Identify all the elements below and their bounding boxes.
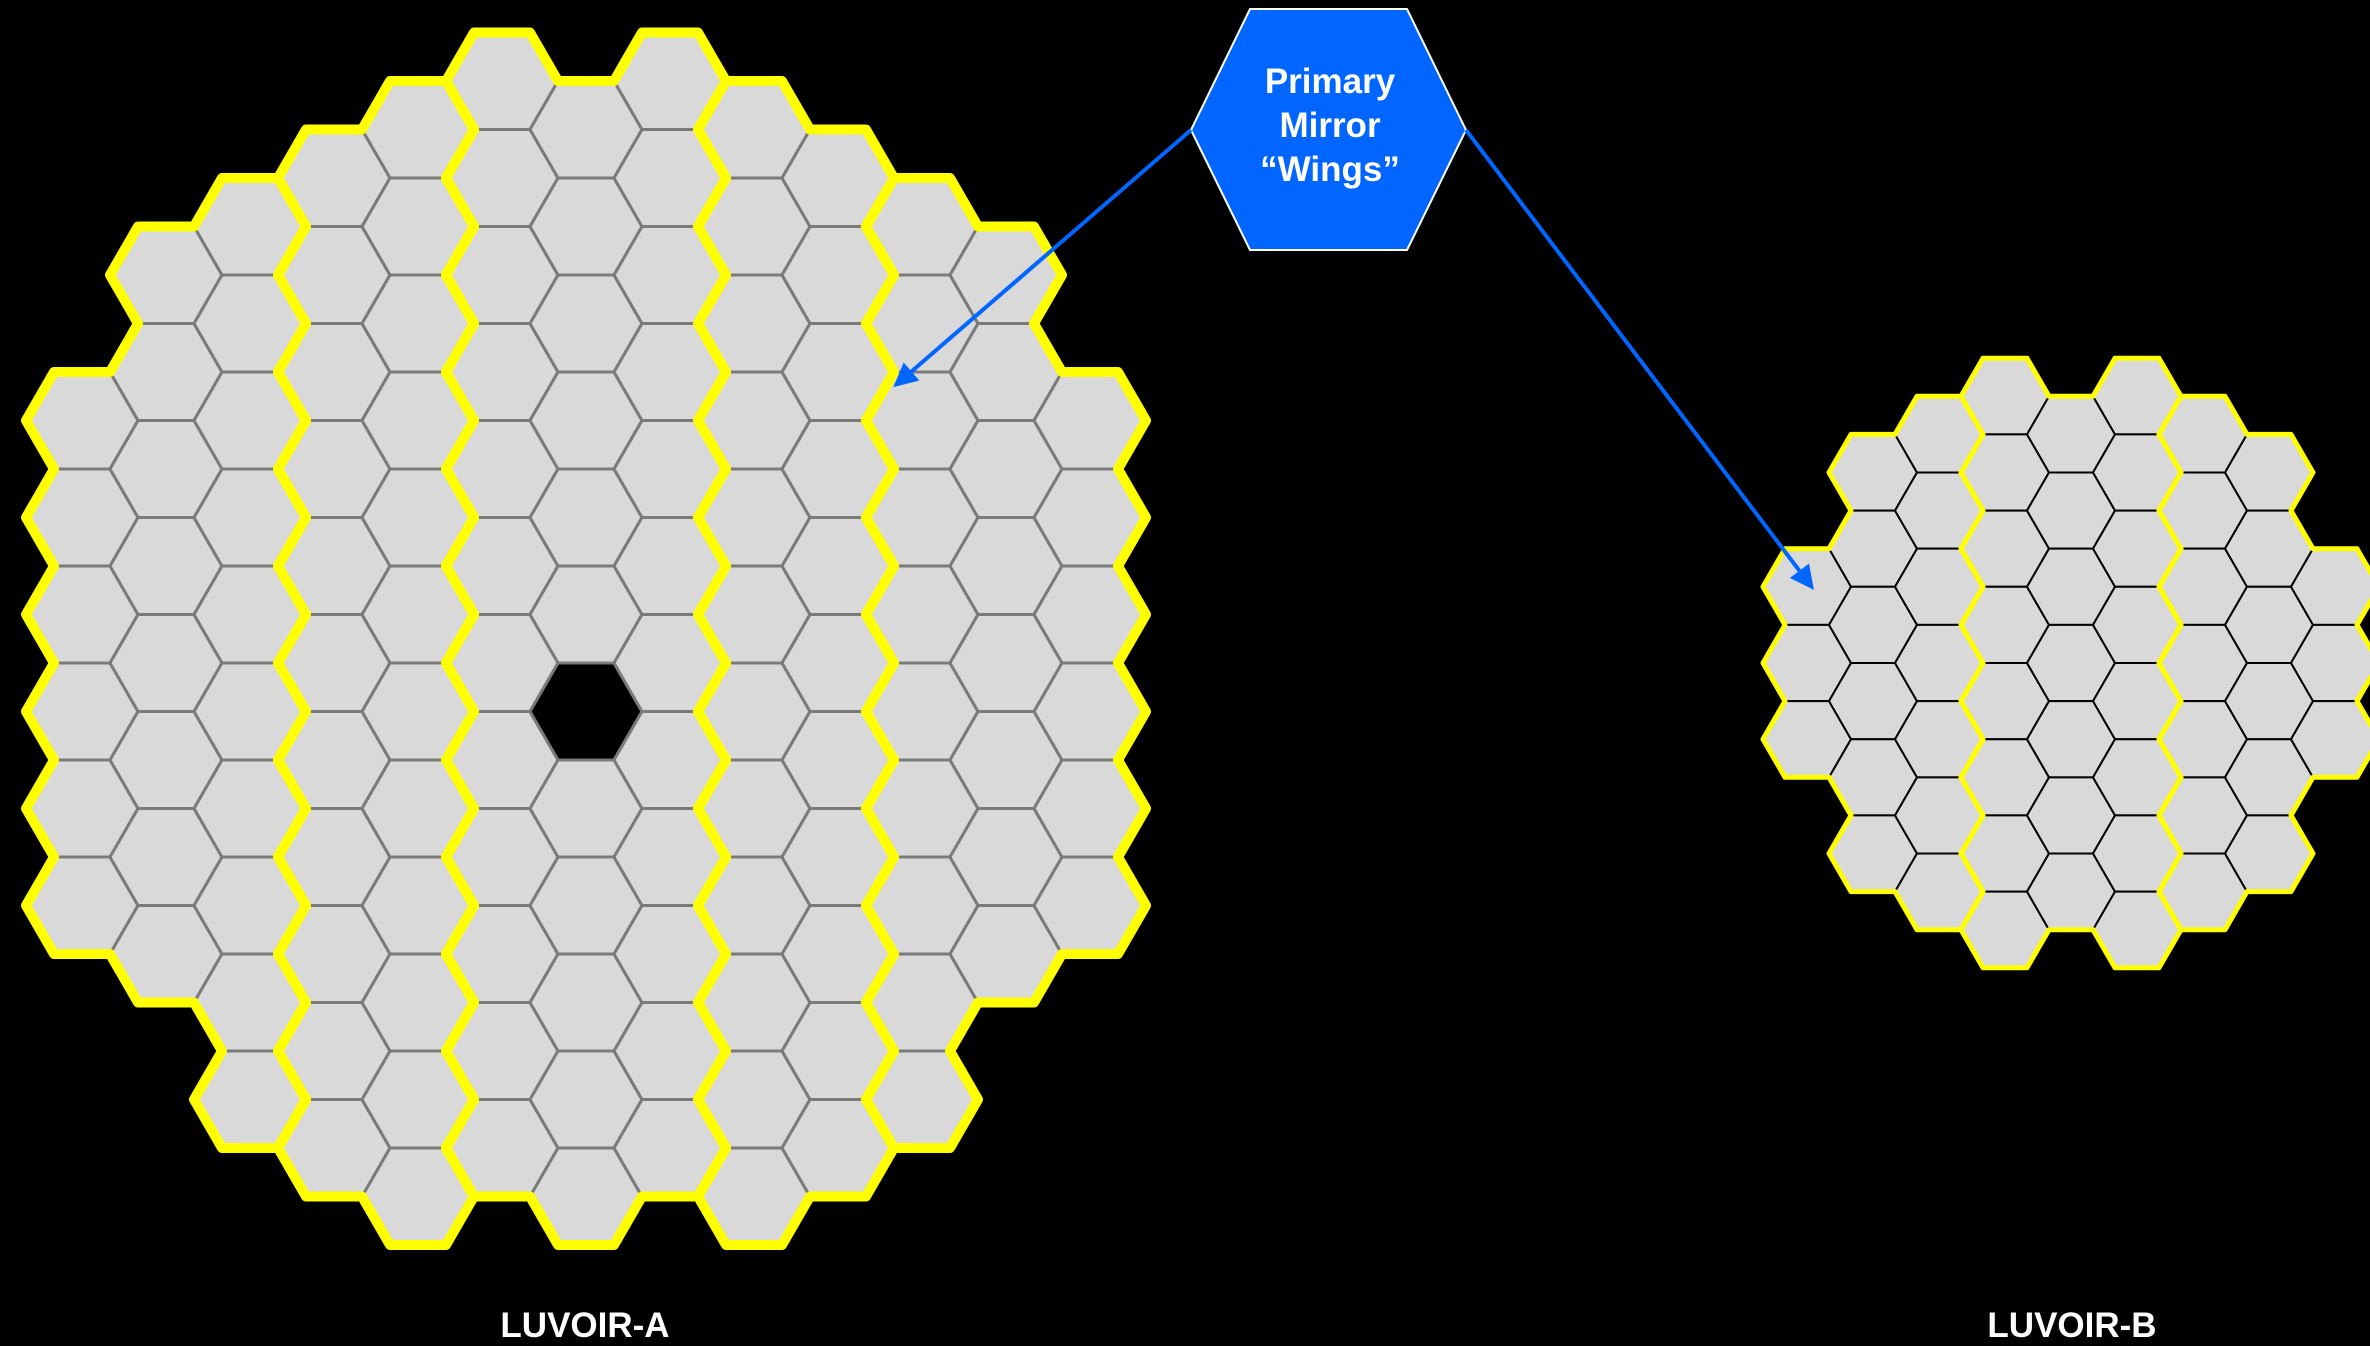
- callout-line-1: Primary: [1264, 62, 1396, 101]
- wing-outline-3: [2156, 393, 2370, 933]
- callout-line-3: “Wings”: [1260, 150, 1400, 189]
- luvoir-b-primary-mirror: [1760, 355, 2370, 971]
- wing-outline-5: [861, 173, 1151, 1153]
- luvoir-b-label: LUVOIR-B: [1987, 1306, 2157, 1345]
- luvoir-a-label: LUVOIR-A: [500, 1306, 670, 1345]
- callout-label: Primary Mirror “Wings”: [1190, 60, 1470, 192]
- callout-arrow-to-a: [893, 128, 1193, 388]
- luvoir-a-primary-mirror: [21, 27, 1151, 1250]
- callout-line-2: Mirror: [1279, 106, 1381, 145]
- callout-arrow-to-b: [1464, 128, 1814, 590]
